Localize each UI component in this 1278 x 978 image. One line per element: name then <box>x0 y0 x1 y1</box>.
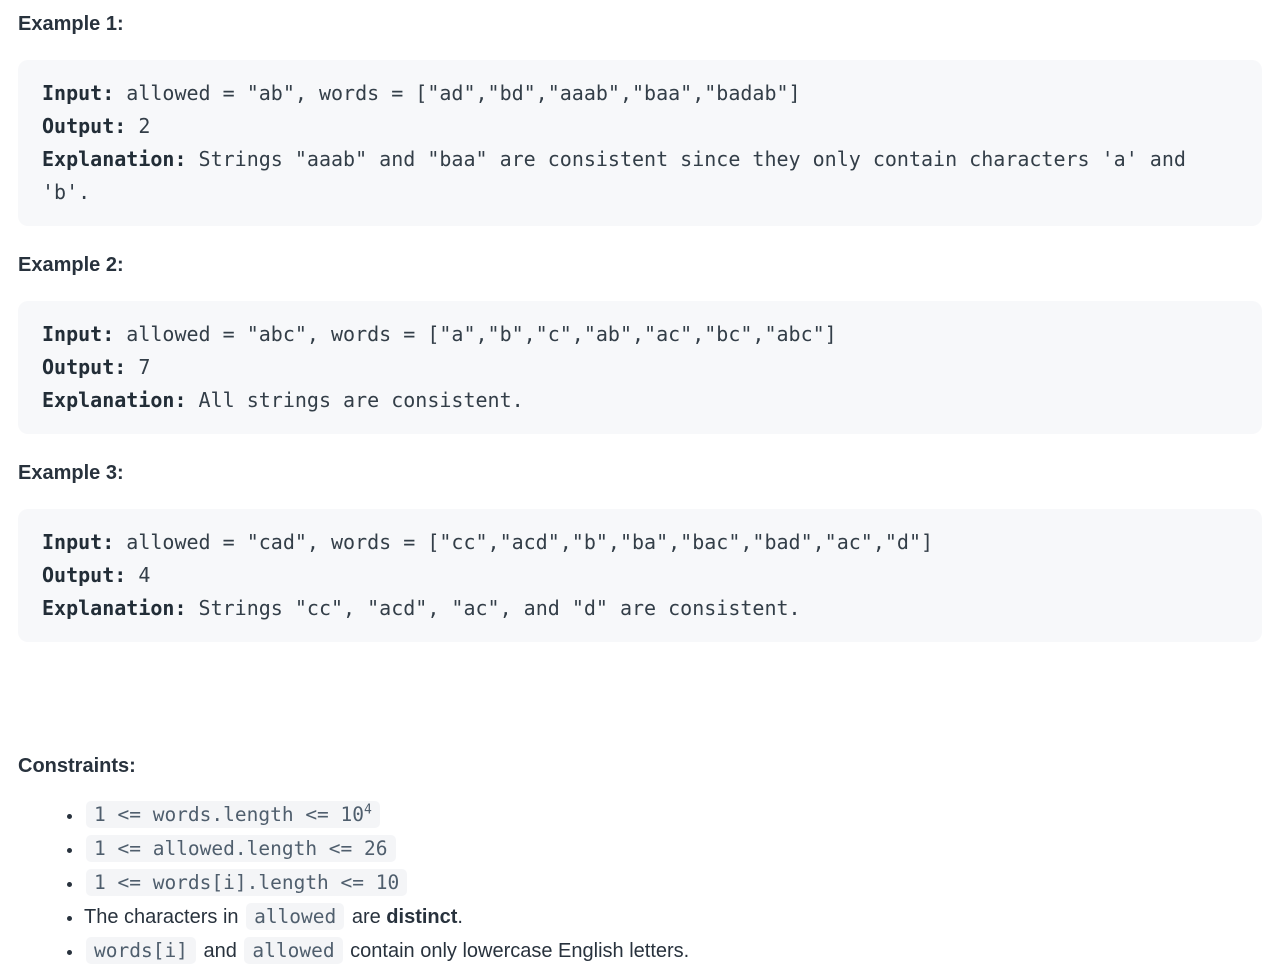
explanation-label: Explanation: <box>42 388 187 412</box>
example-3-explanation-line: Explanation: Strings "cc", "acd", "ac", … <box>42 592 1238 625</box>
constraint-code: 1 <= allowed.length <= 26 <box>86 835 396 862</box>
constraint-code: 1 <= words[i].length <= 10 <box>86 869 408 896</box>
input-label: Input: <box>42 81 115 105</box>
constraint-item-lowercase: words[i] and allowed contain only lowerc… <box>84 934 1262 968</box>
constraint-code-text: 1 <= words.length <= 10 <box>94 803 365 826</box>
explanation-label: Explanation: <box>42 147 187 171</box>
constraint-code: allowed <box>246 903 345 930</box>
output-label: Output: <box>42 563 127 587</box>
explanation-value: Strings "cc", "acd", "ac", and "d" are c… <box>186 596 801 620</box>
input-value: allowed = "abc", words = ["a","b","c","a… <box>114 322 837 346</box>
example-3-heading: Example 3: <box>18 462 124 484</box>
output-value: 4 <box>126 563 151 587</box>
example-2-heading: Example 2: <box>18 254 124 276</box>
input-label: Input: <box>42 530 115 554</box>
constraint-code-superscript: 4 <box>364 802 372 818</box>
constraints-heading: Constraints: <box>18 755 136 777</box>
constraint-text: contain only lowercase English letters. <box>344 940 690 962</box>
constraint-text: are <box>346 906 387 928</box>
output-label: Output: <box>42 114 127 138</box>
constraint-item-word-length: 1 <= words[i].length <= 10 <box>84 866 1262 900</box>
section-gap <box>18 671 1262 727</box>
constraint-item-words-length: 1 <= words.length <= 104 <box>84 798 1262 832</box>
example-2-code-block: Input: allowed = "abc", words = ["a","b"… <box>18 301 1262 434</box>
output-value: 7 <box>126 355 151 379</box>
output-value: 2 <box>126 114 151 138</box>
example-1-input-line: Input: allowed = "ab", words = ["ad","bd… <box>42 77 1238 110</box>
example-2-output-line: Output: 7 <box>42 351 1238 384</box>
constraints-list: 1 <= words.length <= 104 1 <= allowed.le… <box>18 798 1262 968</box>
example-1-explanation-line: Explanation: Strings "aaab" and "baa" ar… <box>42 143 1238 209</box>
output-label: Output: <box>42 355 127 379</box>
constraint-item-distinct: The characters in allowed are distinct. <box>84 900 1262 934</box>
example-2-explanation-line: Explanation: All strings are consistent. <box>42 384 1238 417</box>
input-value: allowed = "ab", words = ["ad","bd","aaab… <box>114 81 801 105</box>
example-2-input-line: Input: allowed = "abc", words = ["a","b"… <box>42 318 1238 351</box>
explanation-value: Strings "aaab" and "baa" are consistent … <box>42 147 1198 204</box>
constraint-text: and <box>197 940 243 962</box>
input-value: allowed = "cad", words = ["cc","acd","b"… <box>114 530 934 554</box>
constraint-code: 1 <= words.length <= 104 <box>86 801 380 828</box>
constraint-code: words[i] <box>86 937 196 964</box>
constraint-code: allowed <box>244 937 343 964</box>
constraint-text: . <box>457 906 463 928</box>
example-3-output-line: Output: 4 <box>42 559 1238 592</box>
constraint-text: The characters in <box>84 906 245 928</box>
input-label: Input: <box>42 322 115 346</box>
example-3-code-block: Input: allowed = "cad", words = ["cc","a… <box>18 509 1262 642</box>
example-3-input-line: Input: allowed = "cad", words = ["cc","a… <box>42 526 1238 559</box>
example-1-heading: Example 1: <box>18 13 124 35</box>
explanation-label: Explanation: <box>42 596 187 620</box>
constraint-bold-text: distinct <box>386 906 458 928</box>
explanation-value: All strings are consistent. <box>186 388 524 412</box>
example-1-output-line: Output: 2 <box>42 110 1238 143</box>
example-1-code-block: Input: allowed = "ab", words = ["ad","bd… <box>18 60 1262 226</box>
constraint-item-allowed-length: 1 <= allowed.length <= 26 <box>84 832 1262 866</box>
